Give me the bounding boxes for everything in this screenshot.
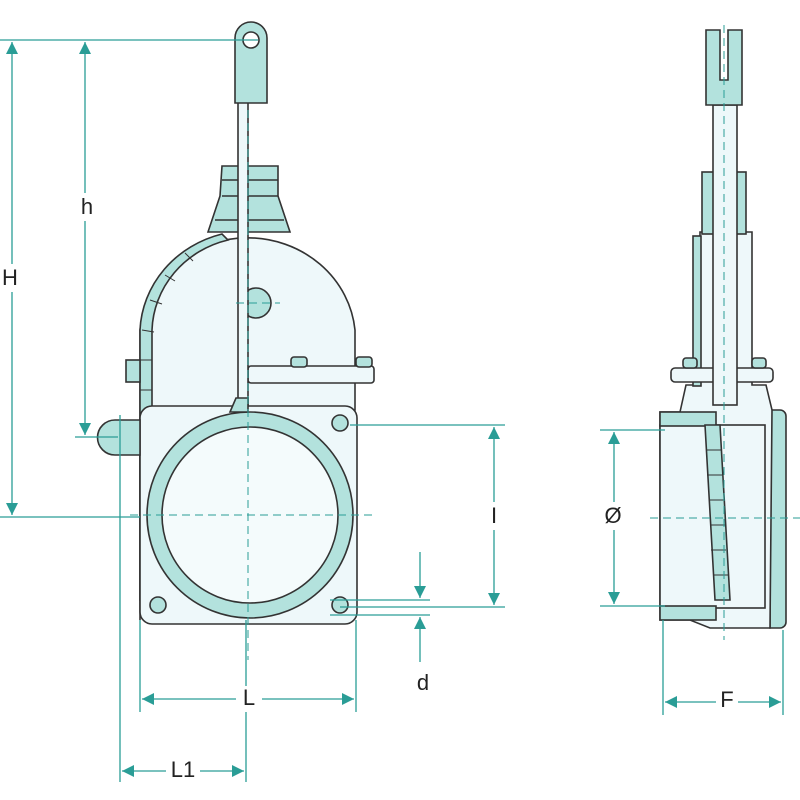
- side-lower-ring: [659, 605, 717, 621]
- front-view: [96, 21, 375, 660]
- label-h: h: [81, 194, 93, 219]
- nut: [290, 356, 308, 368]
- side-flange: [769, 409, 787, 629]
- stem: [237, 99, 249, 407]
- side-upper-ring: [659, 411, 717, 427]
- label-d: d: [417, 670, 429, 695]
- side-lug: [96, 419, 141, 456]
- bolt-hole: [331, 596, 349, 614]
- bonnet-neck: [206, 165, 292, 233]
- side-stem-fork: [705, 29, 743, 106]
- label-H: H: [2, 265, 18, 290]
- label-diameter: Ø: [604, 503, 621, 528]
- side-bolt: [125, 359, 141, 383]
- dimension-labels: H h I d L L1 Ø F: [2, 194, 734, 782]
- nut: [355, 356, 373, 368]
- label-L1: L1: [171, 757, 195, 782]
- label-I: I: [491, 503, 497, 528]
- yoke-bar: [247, 365, 375, 384]
- side-view: [650, 25, 800, 640]
- bolt-hole: [331, 414, 349, 432]
- bolt-hole: [149, 596, 167, 614]
- side-gate: [704, 424, 731, 601]
- label-L: L: [243, 685, 255, 710]
- dimension-lines: [0, 39, 784, 782]
- label-F: F: [720, 687, 733, 712]
- nut: [751, 357, 767, 369]
- nut: [682, 357, 698, 369]
- side-wall: [692, 235, 702, 387]
- side-stem: [712, 104, 738, 406]
